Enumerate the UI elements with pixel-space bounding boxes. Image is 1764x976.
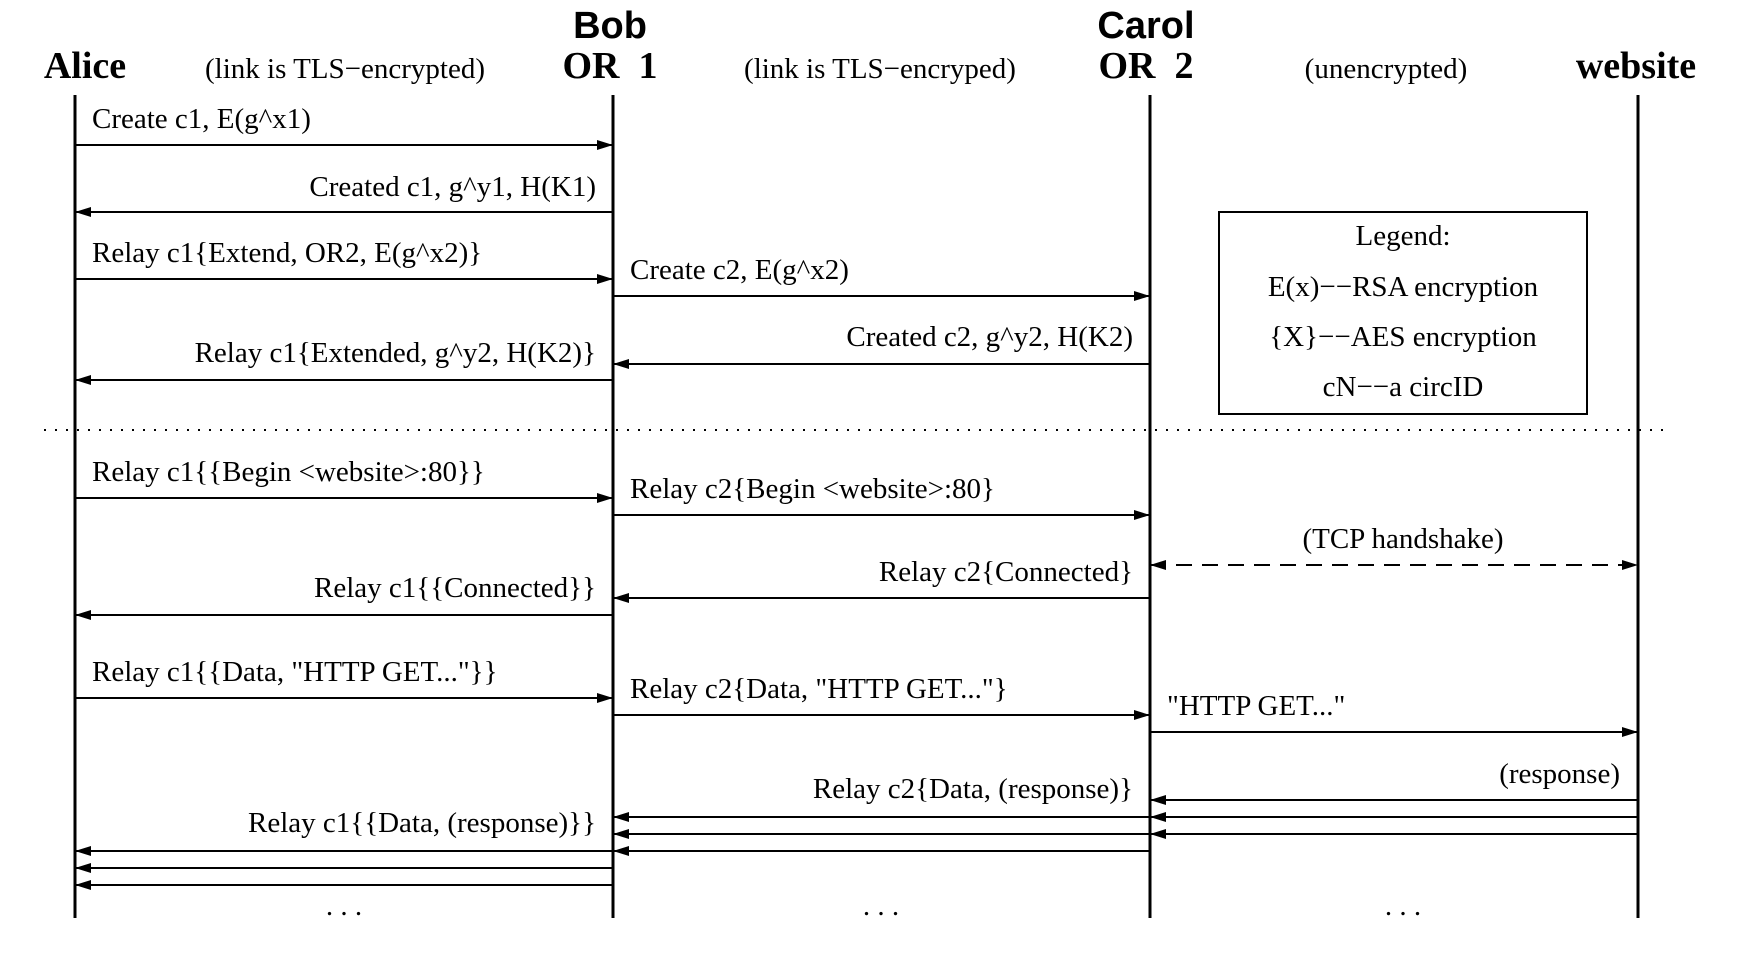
message-relay-data-c1: Relay c1{{Data, "HTTP GET..."}} <box>92 656 498 688</box>
participant-carol-role: OR 2 <box>1099 45 1194 87</box>
ellipsis-bob-carol: . . . <box>863 890 899 922</box>
legend-title: Legend: <box>1355 220 1450 252</box>
message-relay-extend: Relay c1{Extend, OR2, E(g^x2)} <box>92 237 482 269</box>
link-note-bob-carol: (link is TLS−encryped) <box>744 53 1016 85</box>
message-relay-data-c2: Relay c2{Data, "HTTP GET..."} <box>630 673 1008 705</box>
participant-bob-name: Bob <box>573 5 647 47</box>
legend-aes: {X}−−AES encryption <box>1269 321 1537 353</box>
message-create-c1: Create c1, E(g^x1) <box>92 103 311 135</box>
message-response: (response) <box>1499 758 1620 790</box>
legend-rsa: E(x)−−RSA encryption <box>1268 271 1539 303</box>
message-relay-connected-c1: Relay c1{{Connected}} <box>314 572 596 604</box>
participant-carol-name: Carol <box>1097 5 1194 47</box>
participant-bob-role: OR 1 <box>563 45 658 87</box>
message-relay-begin-c2: Relay c2{Begin <website>:80} <box>630 473 995 505</box>
participant-website: website <box>1576 45 1696 87</box>
message-relay-response-c2: Relay c2{Data, (response)} <box>813 773 1133 805</box>
legend-box: Legend: E(x)−−RSA encryption {X}−−AES en… <box>1218 211 1588 415</box>
participant-alice: Alice <box>44 45 126 87</box>
link-note-alice-bob: (link is TLS−encrypted) <box>205 53 485 85</box>
message-relay-response-c1: Relay c1{{Data, (response)}} <box>248 807 596 839</box>
message-create-c2: Create c2, E(g^x2) <box>630 254 849 286</box>
ellipsis-carol-website: . . . <box>1385 890 1421 922</box>
link-note-carol-website: (unencrypted) <box>1305 53 1468 85</box>
message-tcp-handshake: (TCP handshake) <box>1302 523 1503 555</box>
message-relay-connected-c2: Relay c2{Connected} <box>879 556 1133 588</box>
legend-circid: cN−−a circID <box>1323 371 1484 403</box>
message-relay-extended: Relay c1{Extended, g^y2, H(K2)} <box>195 337 596 369</box>
message-http-get: "HTTP GET..." <box>1167 690 1345 722</box>
ellipsis-alice-bob: . . . <box>326 890 362 922</box>
message-created-c2: Created c2, g^y2, H(K2) <box>846 321 1133 353</box>
message-relay-begin-c1: Relay c1{{Begin <website>:80}} <box>92 456 485 488</box>
message-created-c1: Created c1, g^y1, H(K1) <box>309 171 596 203</box>
